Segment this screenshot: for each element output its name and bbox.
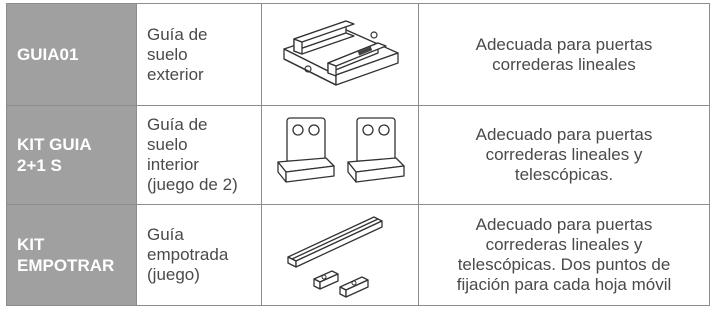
floor-guide-exterior-icon <box>283 19 399 86</box>
table-row: KIT EMPOTRAR Guía empotrada (juego) <box>6 204 710 306</box>
product-code-cell: KIT EMPOTRAR <box>6 204 137 306</box>
product-description: Adecuado para puertas correderas lineale… <box>475 125 653 184</box>
product-name: Guía empotrada (juego) <box>147 225 229 284</box>
spec-table: GUIA01 Guía de suelo exterior <box>6 3 710 306</box>
product-image-cell <box>261 204 419 306</box>
floor-guide-interior-pair-icon <box>277 117 405 183</box>
product-code: KIT GUIA 2+1 S <box>17 135 92 175</box>
product-name-cell: Guía de suelo interior (juego de 2) <box>136 105 262 205</box>
product-code: GUIA01 <box>17 45 79 64</box>
product-description-cell: Adecuada para puertas correderas lineale… <box>418 3 710 106</box>
product-image-cell <box>261 105 419 205</box>
product-code-cell: GUIA01 <box>6 3 137 106</box>
table-row: KIT GUIA 2+1 S Guía de suelo interior (j… <box>6 105 710 205</box>
product-name-cell: Guía empotrada (juego) <box>136 204 262 306</box>
product-description: Adecuada para puertas correderas lineale… <box>475 34 653 74</box>
product-code-cell: KIT GUIA 2+1 S <box>6 105 137 205</box>
table-row: GUIA01 Guía de suelo exterior <box>6 3 710 106</box>
product-description-cell: Adecuado para puertas correderas lineale… <box>418 204 710 306</box>
recessed-guide-kit-icon <box>287 216 383 298</box>
product-image-cell <box>261 3 419 106</box>
product-code: KIT EMPOTRAR <box>17 235 115 275</box>
product-description-cell: Adecuado para puertas correderas lineale… <box>418 105 710 205</box>
product-name: Guía de suelo exterior <box>147 24 208 84</box>
product-description: Adecuado para puertas correderas lineale… <box>456 215 672 294</box>
product-name-cell: Guía de suelo exterior <box>136 3 262 106</box>
product-name: Guía de suelo interior (juego de 2) <box>147 115 238 194</box>
